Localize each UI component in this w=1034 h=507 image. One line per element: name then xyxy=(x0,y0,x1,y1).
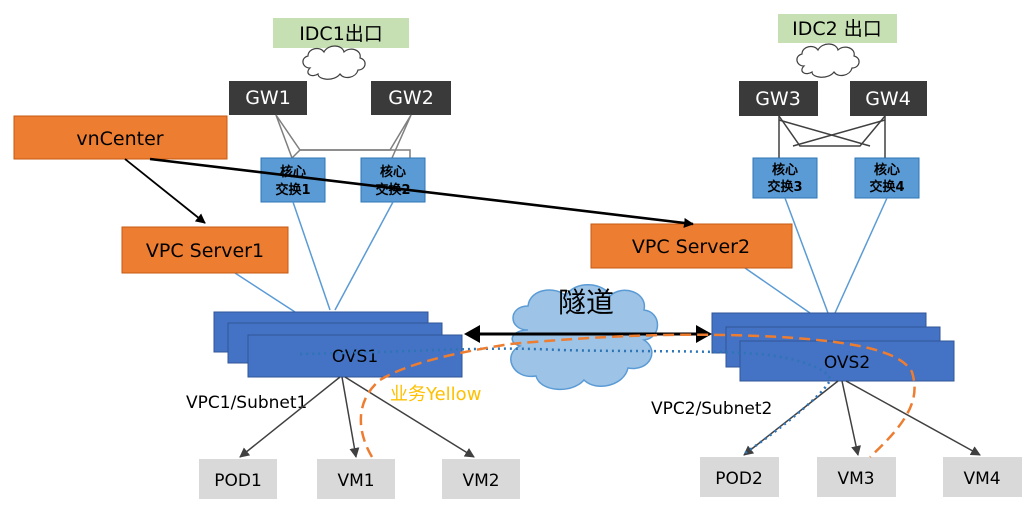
ovs1-label: OVS1 xyxy=(332,347,378,367)
gw4-label: GW4 xyxy=(865,88,911,110)
core-switch-3-line2: 交换3 xyxy=(767,179,802,195)
core-switch-3-line1: 核心 xyxy=(772,162,798,178)
gw1-label: GW1 xyxy=(245,87,291,109)
vpc1-subnet-label: VPC1/Subnet1 xyxy=(186,393,307,413)
ovs1-endpoint-links xyxy=(239,376,475,458)
pod2-box xyxy=(700,457,779,497)
vpc-server2-box xyxy=(590,223,793,269)
tunnel-cloud-icon xyxy=(510,284,659,391)
gw4-box xyxy=(850,81,927,116)
core-switch-1-line2: 交换1 xyxy=(275,182,310,198)
vpc-server2-label: VPC Server2 xyxy=(632,236,750,258)
gw3-label: GW3 xyxy=(755,88,801,110)
vncenter-box xyxy=(13,115,228,160)
vm3-label: VM3 xyxy=(837,469,874,489)
vm1-box xyxy=(317,459,395,499)
gw-switch-links-right xyxy=(778,115,886,158)
gw1-box xyxy=(229,81,307,115)
core-switch-4 xyxy=(854,157,920,199)
core-switch-2 xyxy=(360,157,426,203)
switch-ovs-links-left xyxy=(234,201,394,313)
ovs2-stack xyxy=(711,312,955,382)
ovs1-stack xyxy=(213,311,463,378)
internet-cloud-icon xyxy=(796,43,860,78)
tunnel-label: 隧道 xyxy=(558,286,614,319)
idc2-exit-label-box xyxy=(778,14,897,43)
switch-ovs-links-right xyxy=(744,197,888,314)
ovs2-label: OVS2 xyxy=(824,353,870,373)
vpc-server1-label: VPC Server1 xyxy=(146,240,264,262)
pod1-label: POD1 xyxy=(214,471,262,491)
vm2-label: VM2 xyxy=(462,471,499,491)
core-switch-4-line2: 交换4 xyxy=(869,179,904,195)
business-yellow-label: 业务Yellow xyxy=(390,384,481,405)
pod-traffic-path xyxy=(299,347,832,457)
vm4-box xyxy=(943,457,1022,497)
vncenter-control-arrows xyxy=(124,157,694,228)
core-switch-4-line1: 核心 xyxy=(874,162,900,178)
gw2-box xyxy=(371,81,451,115)
core-switch-2-line1: 核心 xyxy=(380,164,406,180)
gw-switch-links-left xyxy=(275,114,412,159)
internet-cloud-icon xyxy=(302,45,366,80)
vm3-box xyxy=(817,457,896,497)
idc1-exit-label: IDC1出口 xyxy=(299,23,383,45)
vpc2-subnet-label: VPC2/Subnet2 xyxy=(651,399,772,419)
vm2-box xyxy=(442,459,520,499)
business-traffic-path xyxy=(359,333,916,458)
pod1-box xyxy=(199,459,277,499)
core-switch-3 xyxy=(752,157,818,199)
vncenter-label: vnCenter xyxy=(76,128,163,150)
pod2-label: POD2 xyxy=(715,469,763,489)
idc2-exit-label: IDC2 出口 xyxy=(792,18,882,40)
ovs2-endpoint-links xyxy=(743,380,981,456)
idc1-exit-label-box xyxy=(273,18,409,48)
vm1-label: VM1 xyxy=(337,471,374,491)
gw2-label: GW2 xyxy=(388,87,434,109)
vm4-label: VM4 xyxy=(963,469,1000,489)
vpc-server1-box xyxy=(121,226,289,274)
gw3-box xyxy=(739,81,818,116)
